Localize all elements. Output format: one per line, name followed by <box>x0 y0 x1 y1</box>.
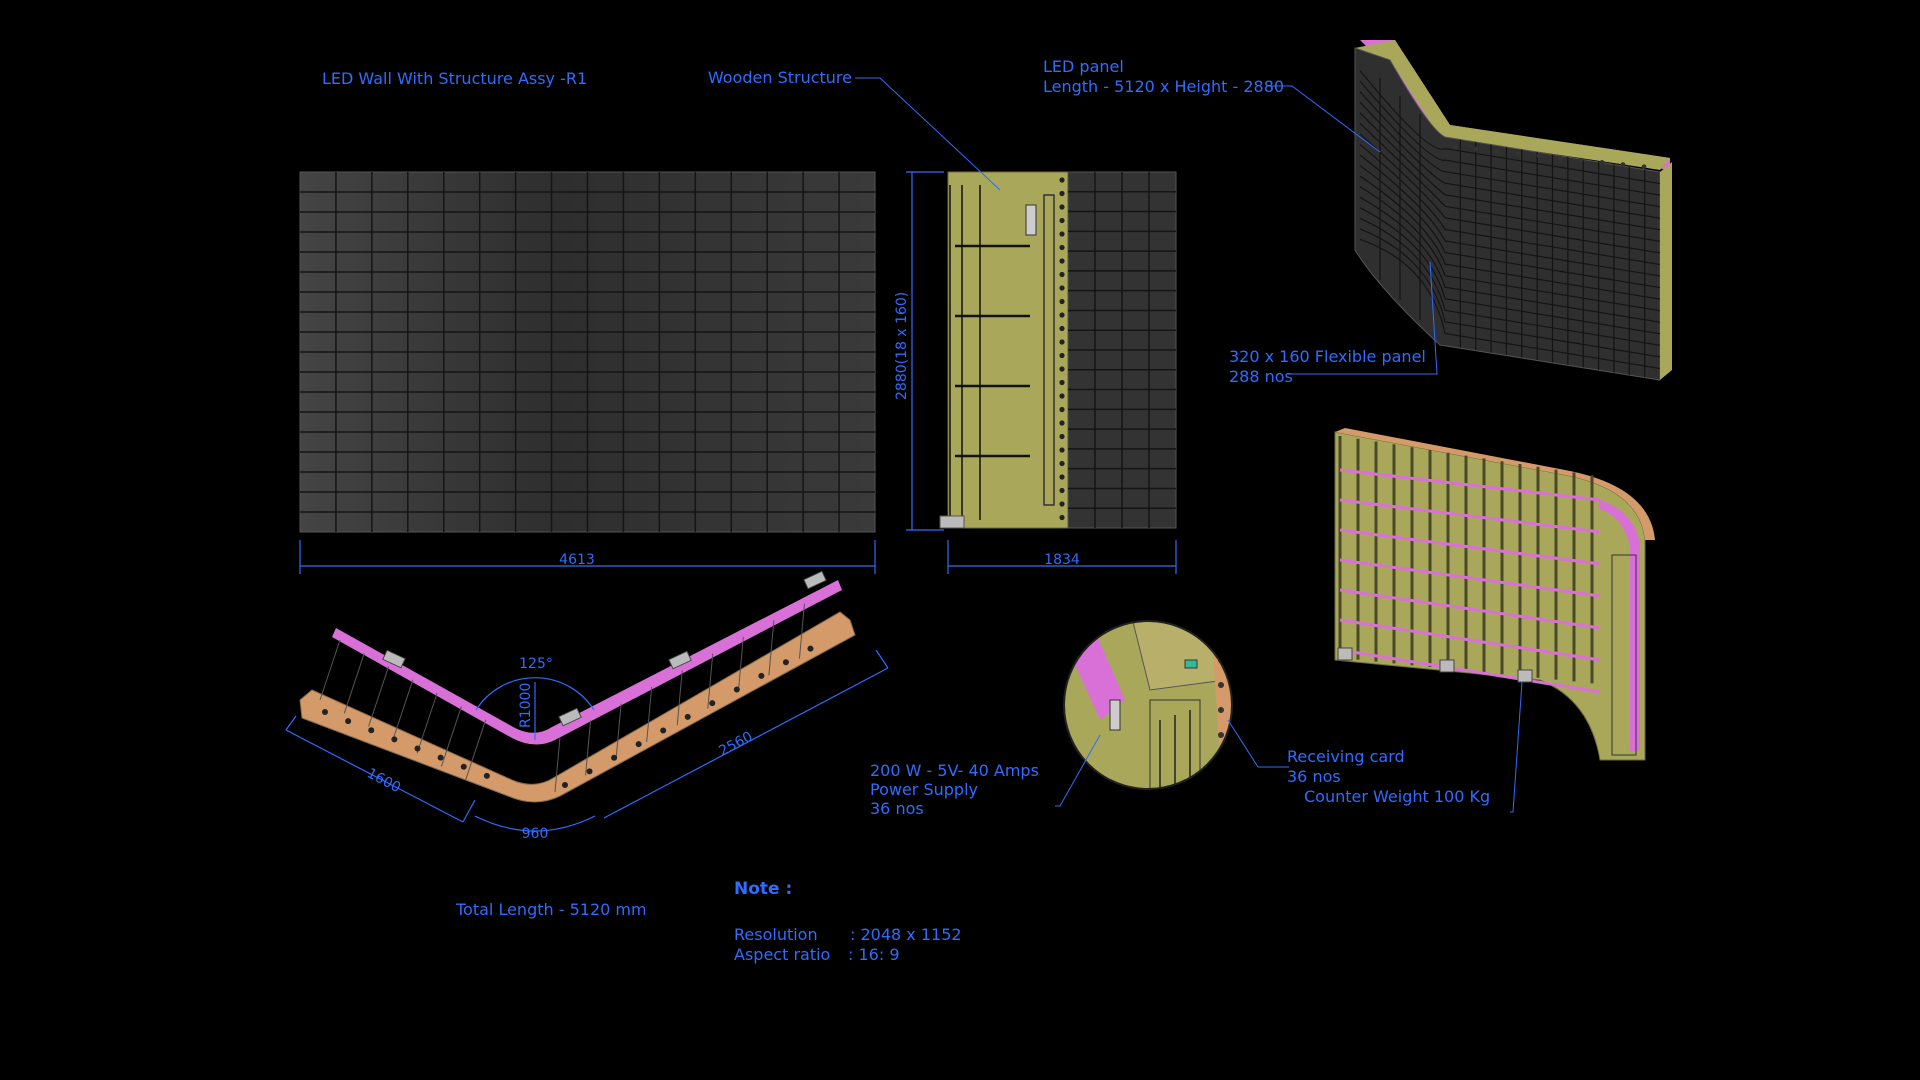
plan-view: 125° R1000 1600 960 2560 Total Length - … <box>285 570 889 919</box>
side-view: 2880(18 x 160) 1834 Wooden Structure <box>708 68 1177 574</box>
side-width-dim: 1834 <box>1044 552 1080 568</box>
resolution-label: Resolution <box>734 925 818 944</box>
side-panel-grid <box>1068 172 1176 528</box>
aspect-label: Aspect ratio <box>734 945 830 964</box>
led-panel-label-2: Length - 5120 x Height - 2880 <box>1043 77 1284 96</box>
receiving-card-label-2: 36 nos <box>1287 767 1341 786</box>
left-segment-dim: 1600 <box>364 765 403 796</box>
led-panel-label-1: LED panel <box>1043 57 1124 76</box>
power-supply-label-1: 200 W - 5V- 40 Amps <box>870 761 1039 780</box>
wooden-structure-label: Wooden Structure <box>708 68 852 87</box>
resolution-value: : 2048 x 1152 <box>850 925 962 944</box>
iso-panel-grid <box>1359 70 1661 378</box>
power-supply-label-2: Power Supply <box>870 780 978 799</box>
iso-top-holes <box>1452 144 1647 170</box>
right-segment-dim: 2560 <box>716 729 755 760</box>
detail-view: 200 W - 5V- 40 Amps Power Supply 36 nos … <box>870 620 1405 818</box>
rear-frame-grid <box>1338 436 1601 694</box>
flex-panel-label-1: 320 x 160 Flexible panel <box>1229 347 1426 366</box>
total-length-label: Total Length - 5120 mm <box>455 900 647 919</box>
angle-dim: 125° <box>519 656 553 672</box>
iso-front-view: LED panel Length - 5120 x Height - 2880 … <box>1043 40 1672 386</box>
height-dim: 2880(18 x 160) <box>894 292 910 400</box>
plan-holes <box>322 645 814 788</box>
drawing-title: LED Wall With Structure Assy -R1 <box>322 69 587 88</box>
plan-ribs <box>319 603 805 793</box>
radius-dim: R1000 <box>518 683 534 728</box>
flex-panel-label-2: 288 nos <box>1229 367 1293 386</box>
note-heading: Note : <box>734 879 792 899</box>
counter-weight-label: Counter Weight 100 Kg <box>1304 787 1490 806</box>
front-view: 4613 <box>299 171 876 574</box>
iso-rear-structure: Counter Weight 100 Kg <box>1304 428 1655 813</box>
front-panel-grid <box>300 172 875 532</box>
receiving-card-label-1: Receiving card <box>1287 747 1405 766</box>
note-block: Note : Resolution : 2048 x 1152 Aspect r… <box>734 879 962 964</box>
curve-segment-dim: 960 <box>522 826 549 842</box>
power-supply-label-3: 36 nos <box>870 799 924 818</box>
side-bolt-holes <box>1059 177 1065 521</box>
front-width-dim: 4613 <box>559 552 595 568</box>
aspect-value: : 16: 9 <box>848 945 900 964</box>
